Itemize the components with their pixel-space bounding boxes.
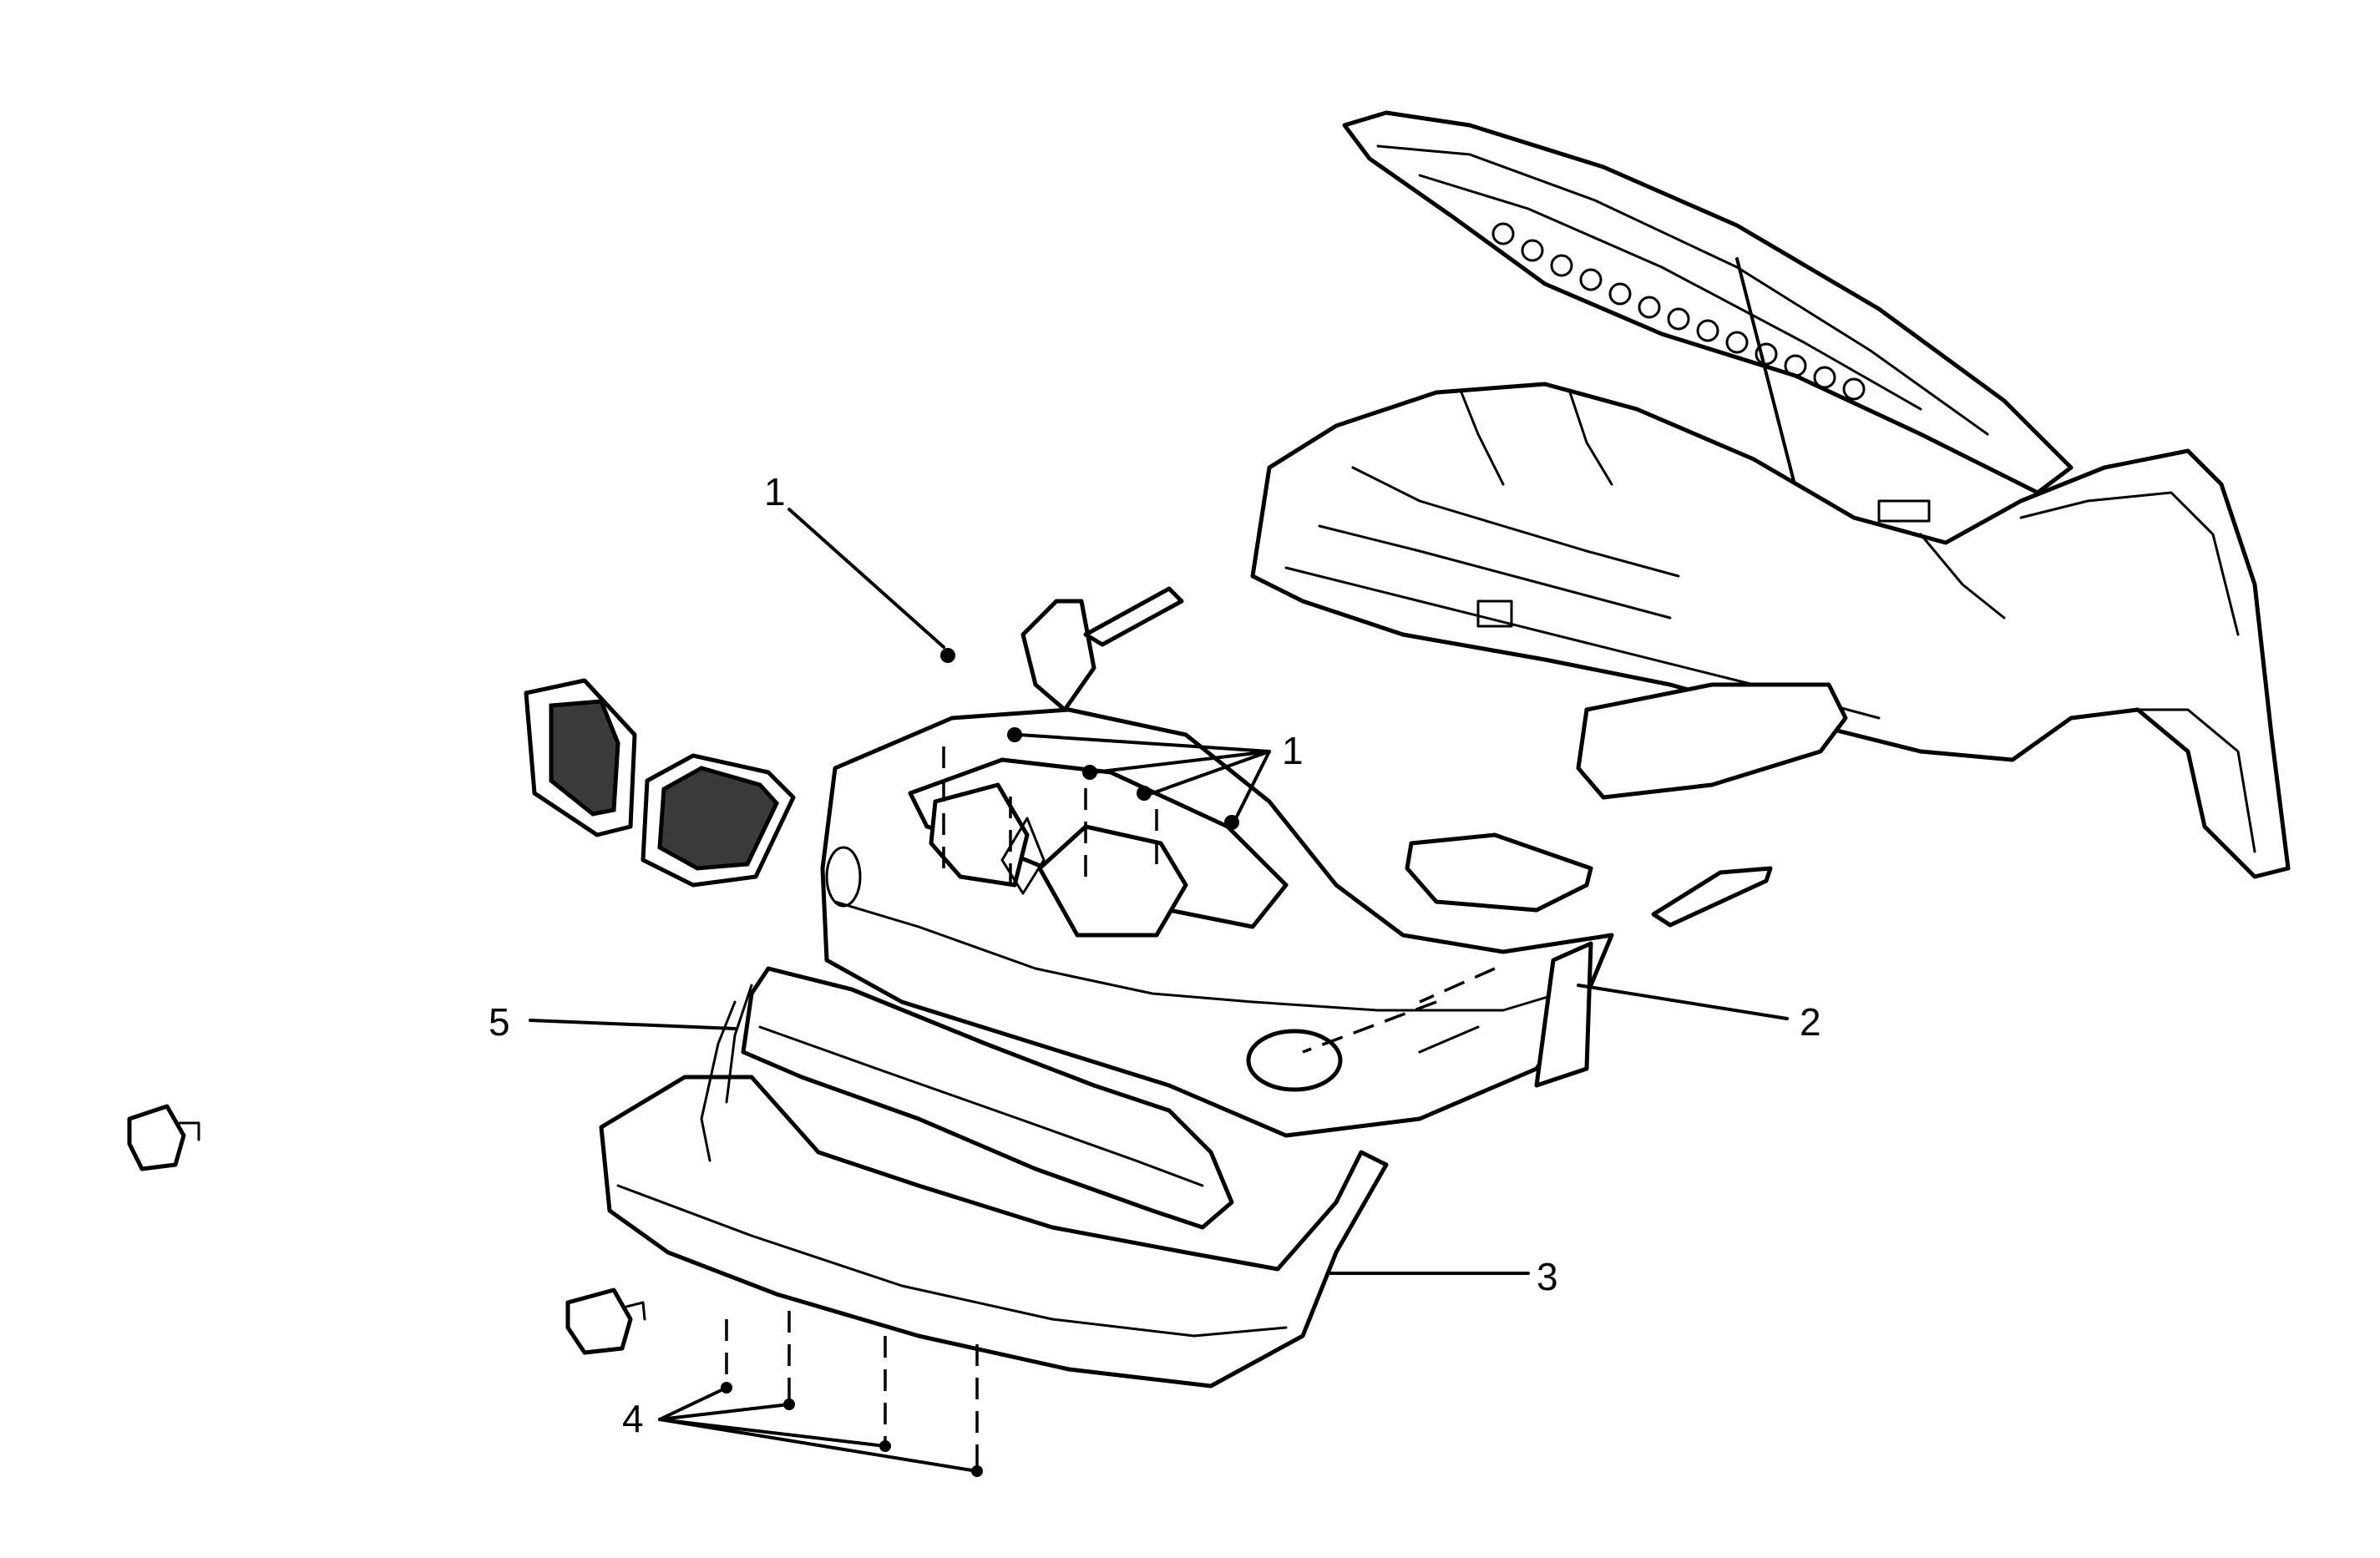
callout-4: 4	[622, 1397, 644, 1440]
callout-5: 5	[489, 1000, 510, 1044]
bracket-rail-right	[1651, 866, 1773, 928]
air-deflector	[599, 984, 1389, 1389]
bracket-left	[1020, 599, 1096, 712]
grille-right	[641, 753, 796, 888]
fog-lamp-right	[565, 1287, 646, 1355]
bracket-right	[1405, 832, 1593, 913]
callout-1-top: 1	[764, 470, 786, 513]
fasteners-upper	[940, 648, 1239, 830]
callout-1-group: 1	[1282, 729, 1304, 772]
grille-left	[524, 678, 637, 837]
fasteners-lower	[721, 1382, 983, 1477]
callout-2: 2	[1800, 1000, 1821, 1044]
bracket-rail	[1083, 586, 1184, 647]
engine-compartment	[1250, 382, 2291, 879]
callout-3: 3	[1537, 1255, 1558, 1298]
energy-absorber	[741, 966, 1234, 1230]
leader-lines	[529, 508, 1789, 1473]
hood-inner-reinforcement-holes	[1491, 222, 1866, 401]
headlamp-assembly	[1576, 682, 1848, 800]
fog-lamp-left	[127, 1104, 200, 1171]
hood	[1342, 110, 2074, 653]
front-fascia	[820, 707, 1614, 1138]
